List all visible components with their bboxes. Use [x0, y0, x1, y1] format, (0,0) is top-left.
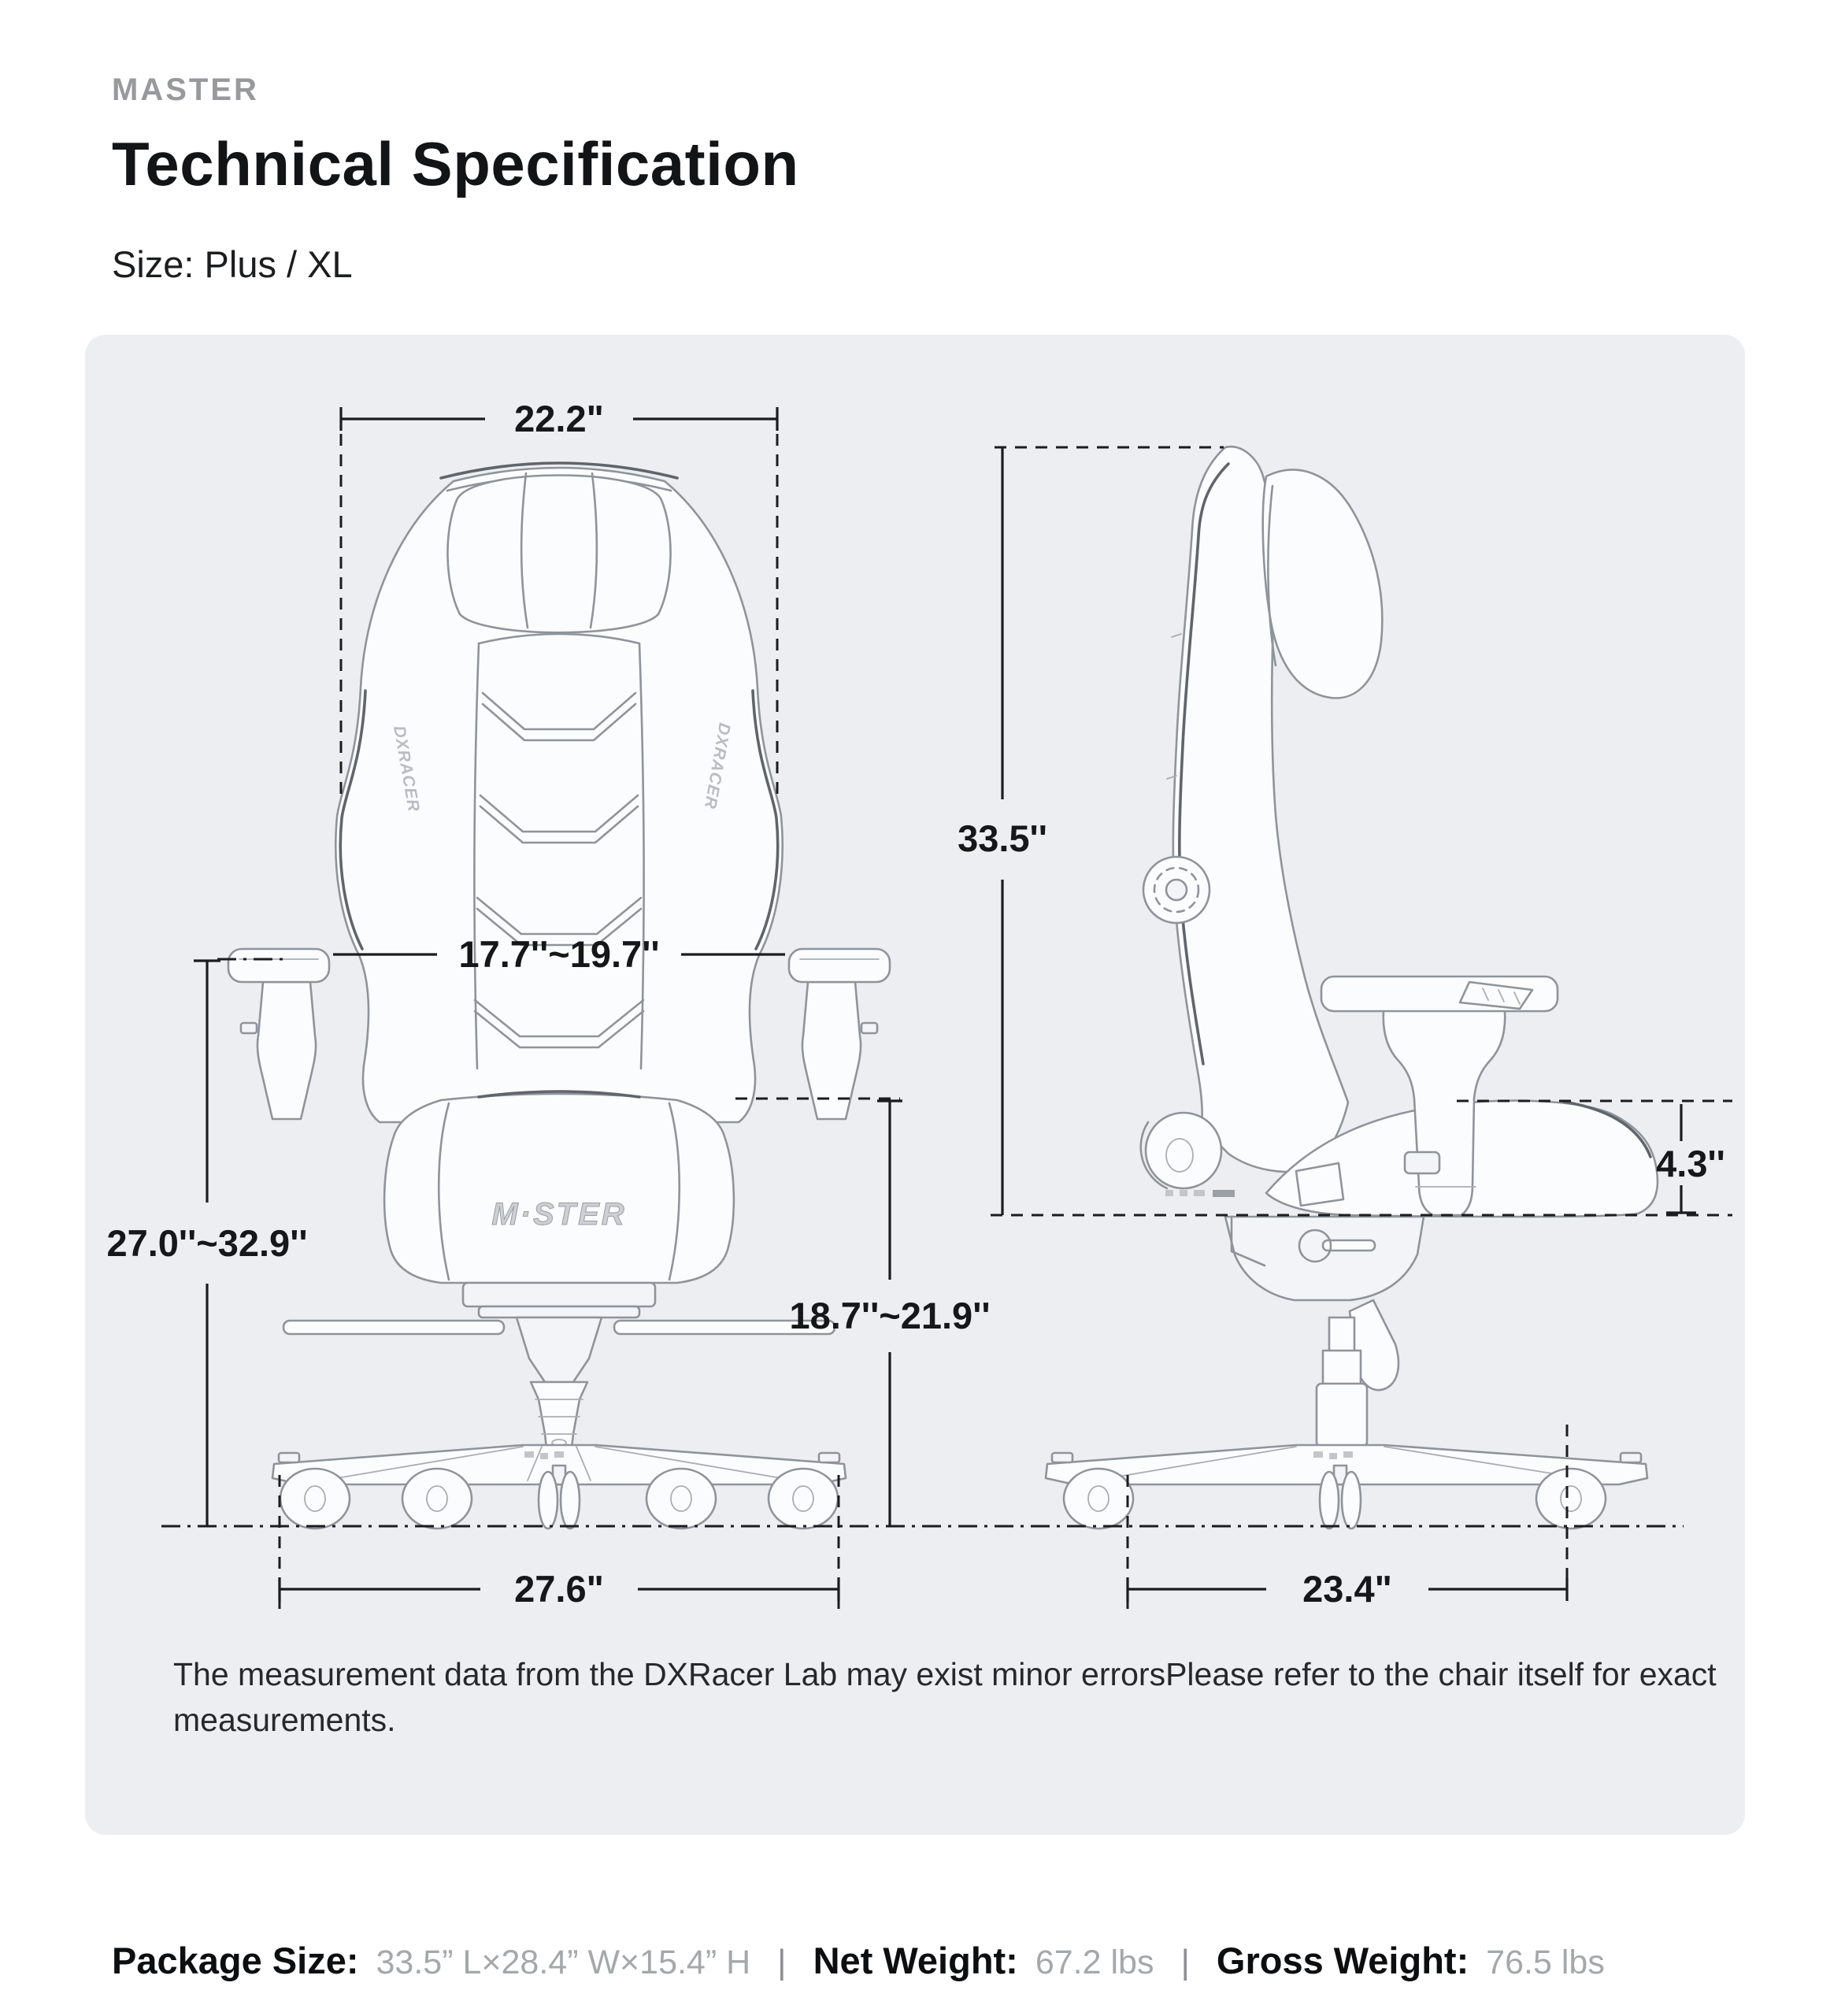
- front-armrest-right: [787, 947, 891, 1121]
- dim-seat-width-label: 17.7''~19.7'': [458, 933, 659, 975]
- dim-seat-height-label: 18.7''~21.9'': [789, 1295, 990, 1336]
- dim-seat-thickness-label: 4.3'': [1656, 1143, 1725, 1184]
- front-armrest-left: [227, 947, 331, 1121]
- front-view-drawing: DXRACER DXRACER M·STER: [227, 461, 891, 1530]
- dimension-annotations: 22.2" 17.7''~19.7'' 27.0''~32.9'' 18.7''…: [106, 398, 1732, 1610]
- dim-backrest-height: 33.5'': [958, 446, 1224, 1215]
- seat-logo: M·STER: [491, 1197, 626, 1232]
- dim-seat-width: 17.7''~19.7'': [333, 933, 785, 975]
- package-info-bar: Package Size: 33.5” L×28.4” W×15.4” H | …: [112, 1939, 1605, 1982]
- dim-base-depth-label: 23.4": [1302, 1568, 1392, 1610]
- side-armrest: [1320, 975, 1559, 1217]
- dim-top-width: 22.2": [339, 398, 779, 795]
- page-title: Technical Specification: [112, 129, 799, 198]
- package-size-label: Package Size:: [112, 1940, 359, 1981]
- dim-base-width-label: 27.6": [514, 1568, 604, 1610]
- chair-dimension-diagram: DXRACER DXRACER M·STER: [106, 398, 1732, 1610]
- size-label: Size: Plus / XL: [112, 243, 353, 285]
- net-weight-value: 67.2 lbs: [1035, 1944, 1154, 1981]
- dim-seat-thickness: 4.3'': [1656, 1104, 1725, 1214]
- package-size-value: 33.5” L×28.4” W×15.4” H: [376, 1944, 751, 1981]
- measurement-note: The measurement data from the DXRacer La…: [173, 1656, 1717, 1739]
- gross-weight-label: Gross Weight:: [1216, 1940, 1469, 1981]
- net-weight-label: Net Weight:: [813, 1940, 1018, 1981]
- dim-armrest-height: 27.0''~32.9'': [106, 958, 308, 1526]
- separator-icon: |: [777, 1943, 787, 1981]
- dim-seat-height: 18.7''~21.9'': [735, 1097, 991, 1526]
- separator-icon: |: [1180, 1943, 1190, 1981]
- spec-diagram-panel: DXRACER DXRACER M·STER: [85, 335, 1745, 1835]
- front-casters: [279, 1464, 839, 1530]
- dim-armrest-height-label: 27.0''~32.9'': [106, 1222, 307, 1264]
- gross-weight-value: 76.5 lbs: [1486, 1944, 1605, 1981]
- dim-top-width-label: 22.2": [514, 398, 604, 439]
- dim-base-depth: 23.4": [1126, 1425, 1569, 1610]
- side-view-drawing: [1044, 445, 1659, 1530]
- dim-backrest-height-label: 33.5'': [958, 817, 1047, 859]
- series-eyebrow: MASTER: [112, 72, 259, 107]
- spec-header: MASTER Technical Specification Size: Plu…: [112, 72, 799, 286]
- side-casters: [1062, 1464, 1607, 1530]
- dim-base-width: 27.6": [278, 1475, 840, 1610]
